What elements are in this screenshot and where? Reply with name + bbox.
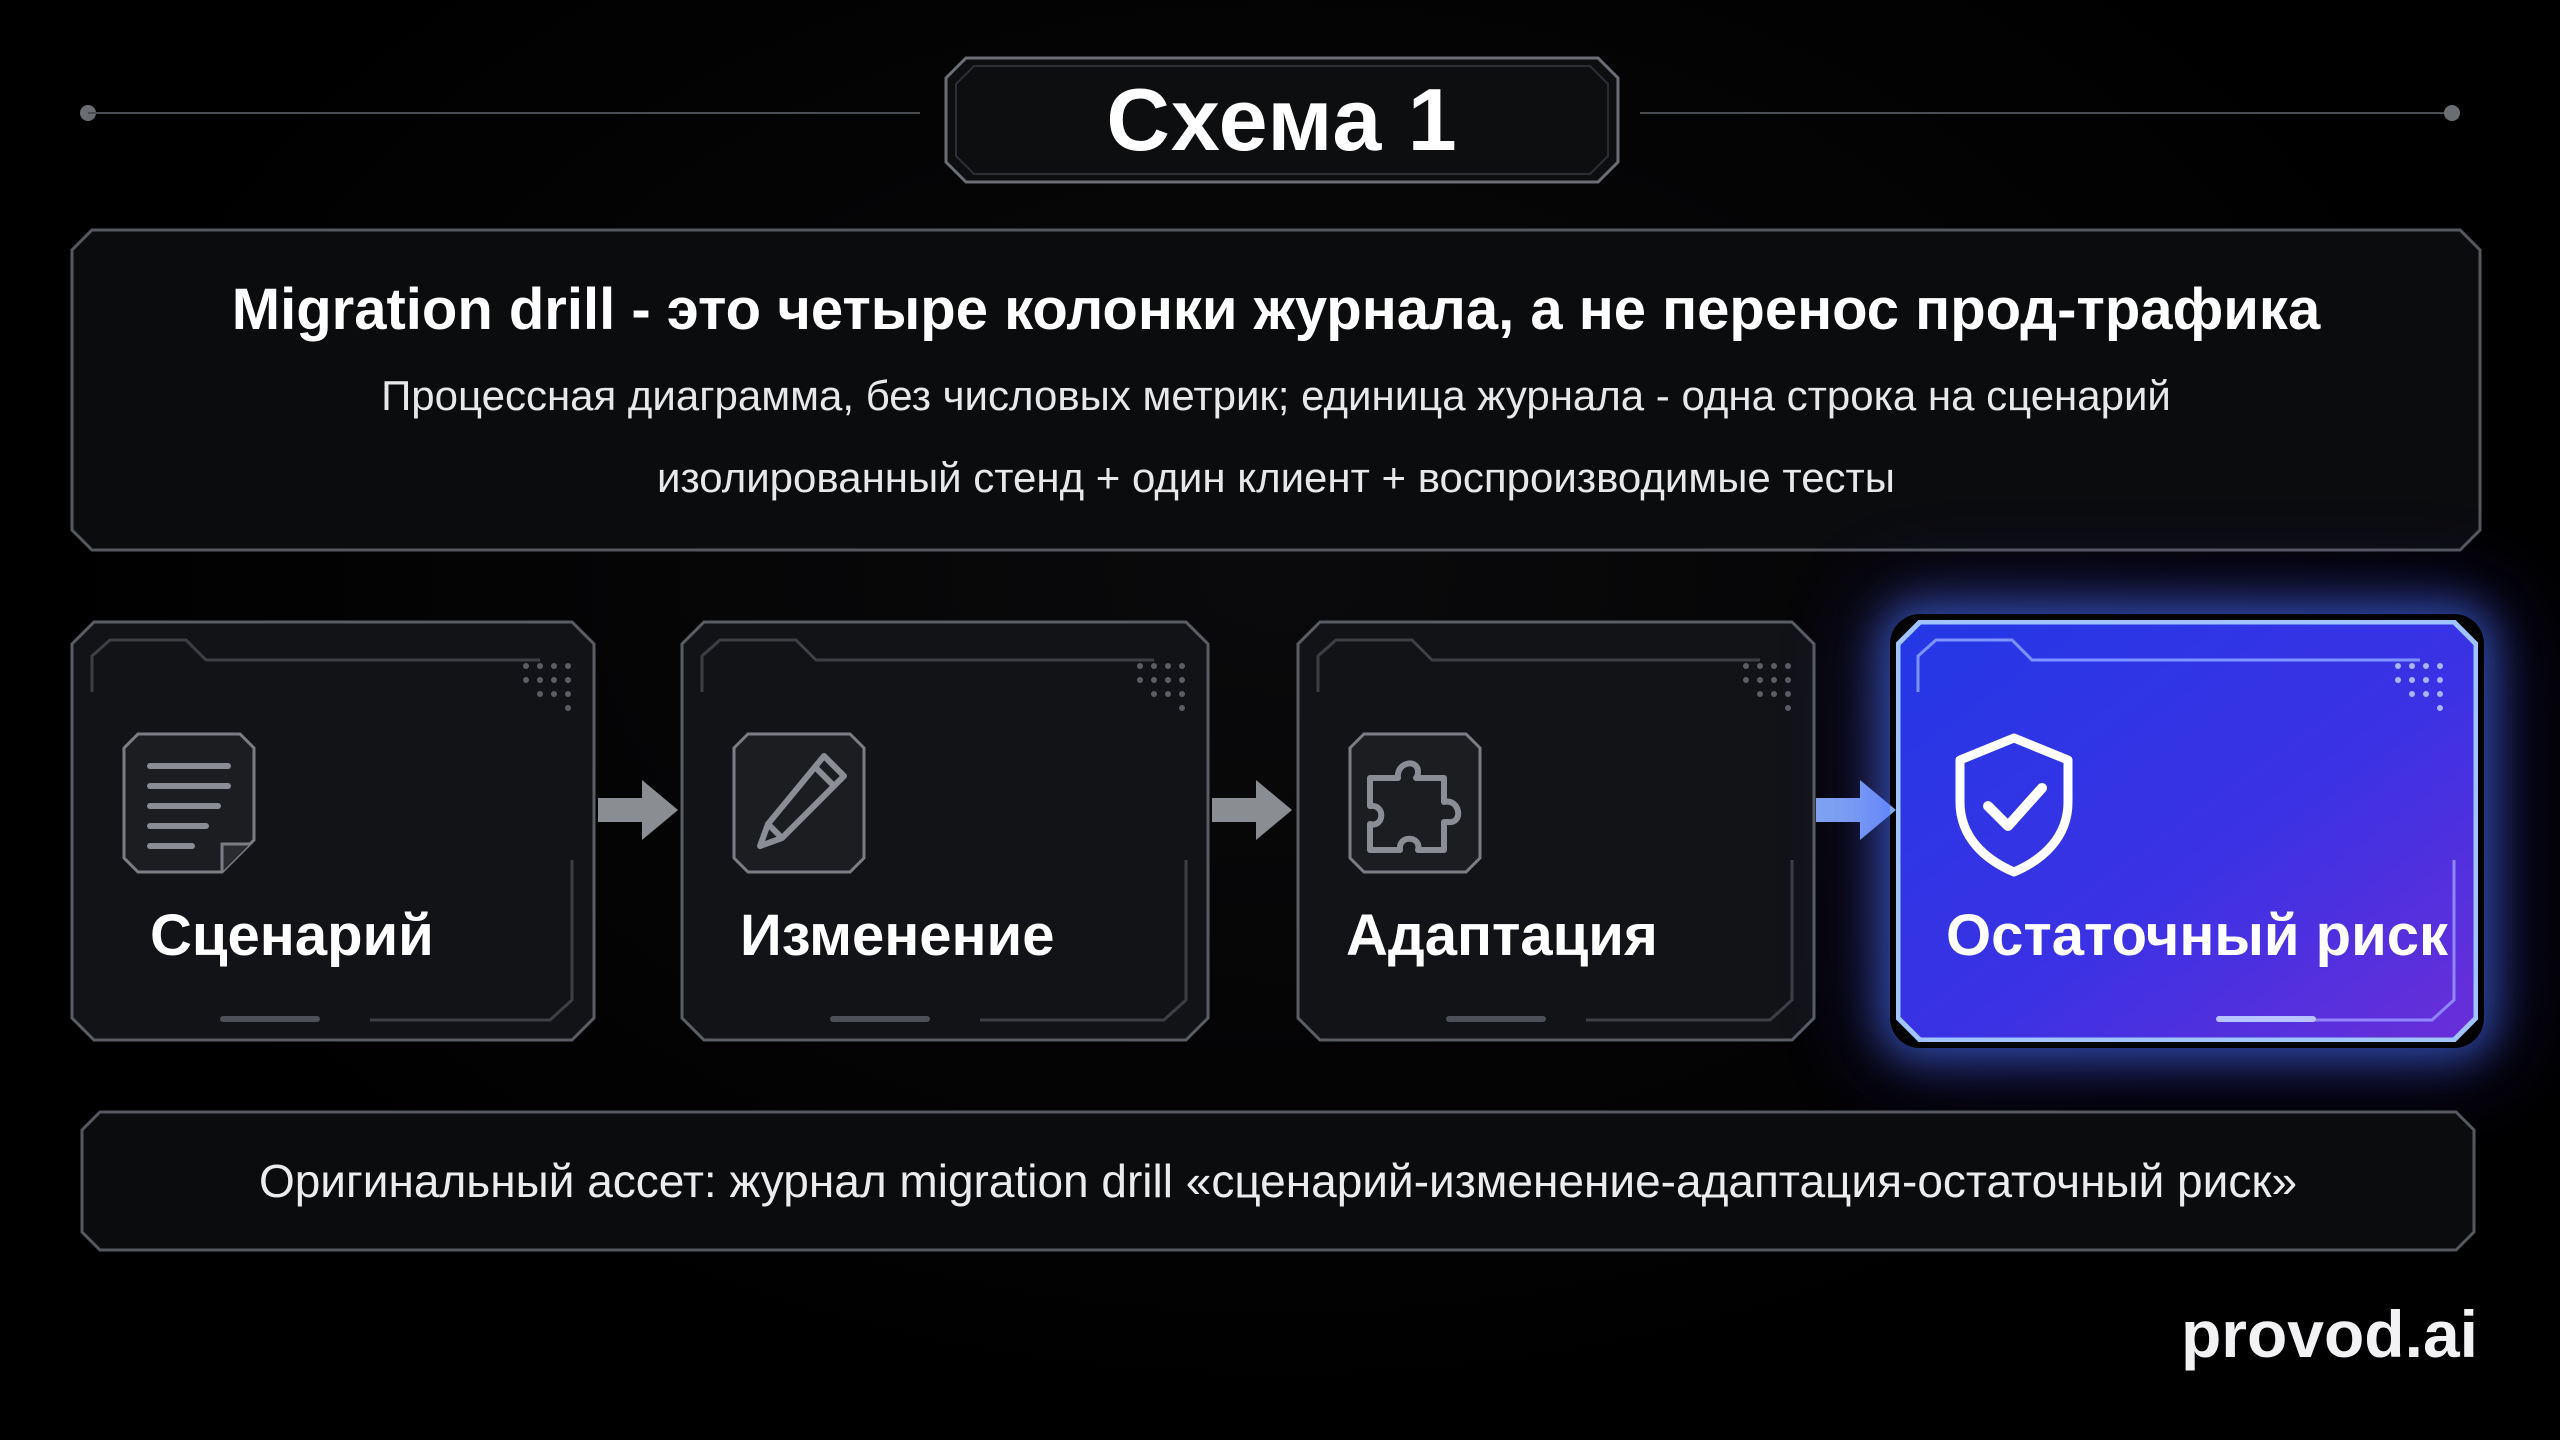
arrow-right-icon [1210,778,1294,842]
title-frame: Схема 1 [944,56,1620,184]
summary-line-2: изолированный стенд + один клиент + восп… [657,454,1895,501]
title-rule-dot-right [2444,105,2460,121]
summary-panel: Migration drill - это четыре колонки жур… [70,228,2482,552]
step-label: Сценарий [150,903,434,968]
title-rule-right [1640,112,2452,114]
page-title: Схема 1 [1106,70,1458,169]
step-label: Изменение [740,903,1055,968]
step-label: Остаточный риск [1946,903,2449,968]
asset-caption: Оригинальный ассет: журнал migration dri… [258,1155,2298,1207]
arrow-right-icon [1814,778,1898,842]
brand-logo-text: provod.ai [2180,1297,2478,1371]
arrow-right-icon [596,778,680,842]
step-card-change: Изменение [680,620,1210,1042]
summary-line-1: Процессная диаграмма, без числовых метри… [381,372,2171,419]
pencil-icon [732,732,866,880]
shield-check-icon [1952,730,2086,878]
step-card-residual-risk: Остаточный риск [1896,620,2478,1042]
step-card-adaptation: Адаптация [1296,620,1816,1042]
title-rule-left [88,112,920,114]
step-card-scenario: Сценарий [70,620,596,1042]
puzzle-icon [1348,732,1482,880]
summary-heading: Migration drill - это четыре колонки жур… [231,277,2321,342]
document-icon [122,732,256,880]
step-label: Адаптация [1346,903,1658,968]
asset-caption-panel: Оригинальный ассет: журнал migration dri… [80,1110,2476,1252]
